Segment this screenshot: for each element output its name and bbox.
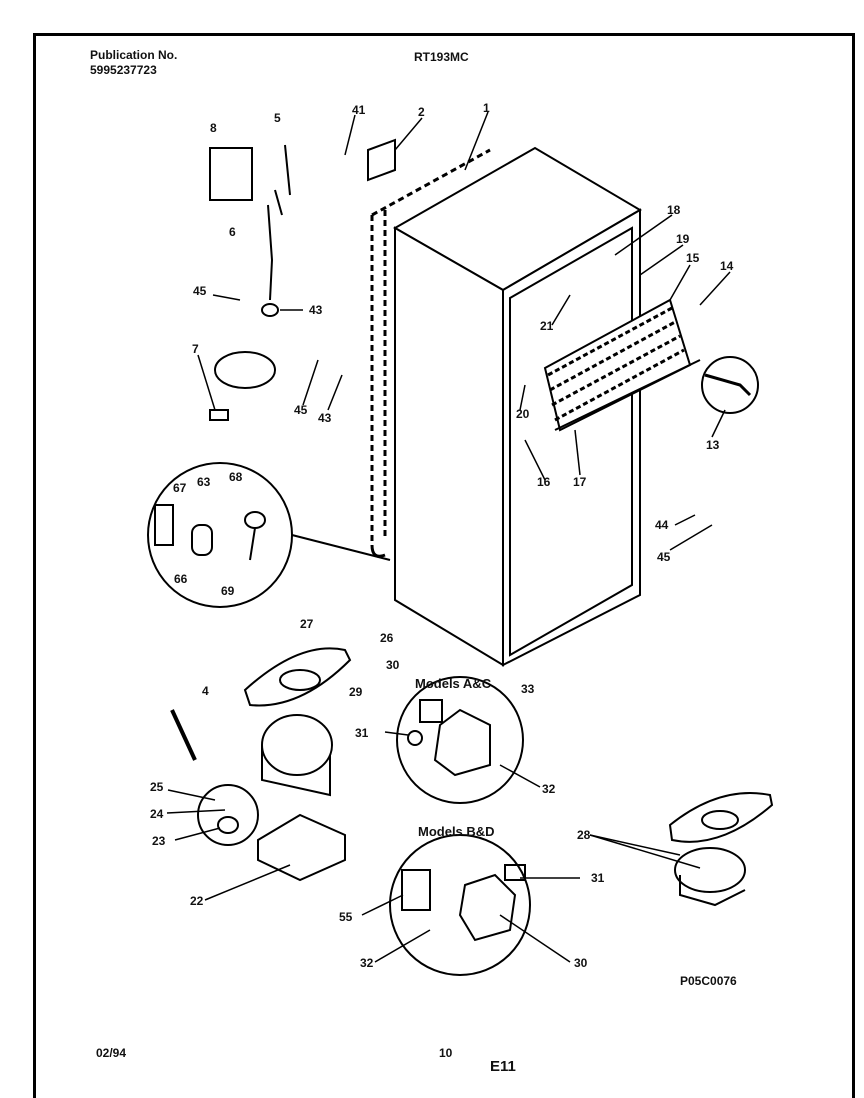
- callout-5: 5: [274, 111, 281, 125]
- part-30-relay-bd: [458, 873, 517, 942]
- callout-63: 63: [197, 475, 211, 489]
- callout-33: 33: [521, 682, 535, 696]
- callout-30-ac: 30: [386, 658, 400, 672]
- part-5-wires: [274, 144, 291, 216]
- callout-4: 4: [202, 684, 209, 698]
- callout-1: 1: [483, 101, 490, 115]
- footer-page-number: 10: [439, 1046, 453, 1060]
- part-2-bracket: [367, 138, 396, 182]
- callout-32-ac: 32: [542, 782, 556, 796]
- callout-22: 22: [190, 894, 204, 908]
- figure-code: P05C0076: [680, 974, 737, 988]
- callout-15: 15: [686, 251, 700, 265]
- part-55-cover: [401, 869, 431, 911]
- refrigerator-cabinet: [392, 146, 642, 667]
- callout-18: 18: [667, 203, 681, 217]
- part-22-bracket: [257, 813, 346, 882]
- detail-circle-13: [701, 356, 759, 414]
- callout-14: 14: [720, 259, 734, 273]
- detail-circle-models-ac: [396, 676, 524, 804]
- leader-lines: [166, 111, 731, 963]
- callout-16: 16: [537, 475, 551, 489]
- callout-32-bd: 32: [360, 956, 374, 970]
- callout-45-right: 45: [657, 550, 671, 564]
- callout-55: 55: [339, 910, 353, 924]
- model-number: RT193MC: [414, 50, 469, 64]
- page-frame: [33, 33, 855, 1098]
- part-31-bd: [504, 864, 526, 881]
- callout-24: 24: [150, 807, 164, 821]
- part-33-overload: [433, 708, 491, 777]
- part-63-capacitor: [191, 524, 213, 556]
- part-8-cover: [209, 147, 253, 201]
- callout-43-lower: 43: [318, 411, 332, 425]
- callout-45-middle: 45: [294, 403, 308, 417]
- part-4-drier: [170, 709, 197, 761]
- part-7-plug: [209, 409, 229, 421]
- detail-circle-models-bd: [389, 834, 531, 976]
- callout-2: 2: [418, 105, 425, 119]
- callout-8: 8: [210, 121, 217, 135]
- part-6-wire-harness: [267, 204, 274, 301]
- footer-section: E11: [490, 1058, 516, 1075]
- callout-17: 17: [573, 475, 587, 489]
- part-68-relay: [244, 511, 266, 529]
- callout-6: 6: [229, 225, 236, 239]
- callout-20: 20: [516, 407, 530, 421]
- callout-43-upper: 43: [309, 303, 323, 317]
- part-43-clip: [261, 303, 279, 317]
- part-30-relay-ac: [419, 699, 443, 723]
- callout-23: 23: [152, 834, 166, 848]
- part-28-compressor-assembly: [668, 792, 774, 843]
- callout-13: 13: [706, 438, 720, 452]
- footer-date: 02/94: [96, 1046, 127, 1060]
- evaporator: [543, 298, 701, 432]
- callout-31-ac: 31: [355, 726, 369, 740]
- publication-number: 5995237723: [90, 63, 157, 77]
- condenser-coil: [370, 148, 491, 558]
- callout-66: 66: [174, 572, 188, 586]
- callout-28: 28: [577, 828, 591, 842]
- callout-69: 69: [221, 584, 235, 598]
- callout-labels: 1 2 4 5 6 7 8 13 14 15 16 17 18 19 20 21…: [150, 101, 734, 970]
- callout-27: 27: [300, 617, 314, 631]
- callout-26: 26: [380, 631, 394, 645]
- models-ac-label: Models A&C: [415, 676, 492, 691]
- callout-25: 25: [150, 780, 164, 794]
- callout-45-upper: 45: [193, 284, 207, 298]
- part-31-ac: [407, 730, 423, 746]
- callout-44: 44: [655, 518, 669, 532]
- callout-30-bd: 30: [574, 956, 588, 970]
- callout-31-bd: 31: [591, 871, 605, 885]
- callout-67: 67: [173, 481, 187, 495]
- detail-circle-relay: [147, 462, 293, 608]
- callout-41: 41: [352, 103, 366, 117]
- part-66-bracket: [154, 504, 174, 546]
- detail-circle-grommet: [197, 784, 259, 846]
- part-26-drain-pan: [243, 647, 352, 707]
- callout-29: 29: [349, 685, 363, 699]
- callout-7: 7: [192, 342, 199, 356]
- callout-68: 68: [229, 470, 243, 484]
- callout-21: 21: [540, 319, 554, 333]
- publication-label: Publication No.: [90, 48, 178, 62]
- part-29-compressor: [261, 714, 333, 776]
- part-7-cord: [214, 351, 276, 389]
- models-bd-label: Models B&D: [418, 824, 495, 839]
- callout-19: 19: [676, 232, 690, 246]
